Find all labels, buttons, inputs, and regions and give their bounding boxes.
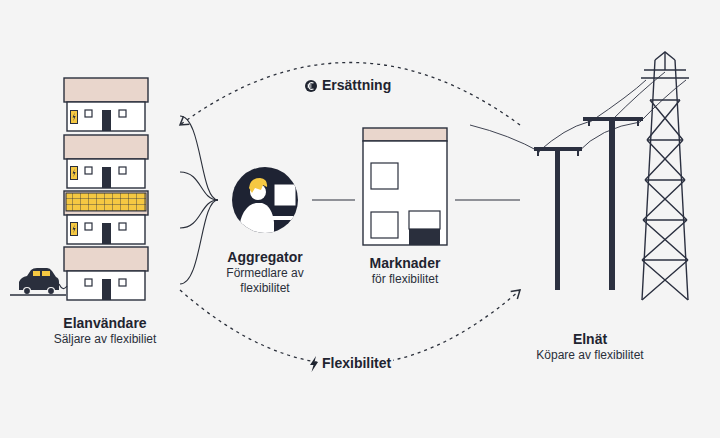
- connector: [180, 116, 218, 284]
- payment-icon: [305, 80, 317, 92]
- arrow-head: [180, 116, 189, 125]
- aggregator-icon: [232, 167, 302, 236]
- node-text: ElanvändareSäljare av flexibiliet: [30, 314, 180, 347]
- node-heading: Elanvändare: [30, 314, 180, 332]
- node-subtitle: Köpare av flexibilitet: [520, 348, 660, 363]
- node-text: Marknaderför flexibilitet: [355, 254, 455, 287]
- connector-line: [455, 199, 520, 200]
- node-text: AggregatorFörmedlare av flexibilitet: [218, 248, 312, 296]
- node-heading: Marknader: [355, 254, 455, 272]
- house-stack: [64, 78, 148, 300]
- connector: [455, 200, 520, 201]
- connector-line: [180, 200, 218, 284]
- node-subtitle: för flexibilitet: [355, 272, 455, 287]
- edge-label: Ersättning: [320, 76, 393, 94]
- arrow-head: [511, 290, 520, 299]
- electric-car: [10, 268, 67, 295]
- diagram-node: AggregatorFörmedlare av flexibilitet: [218, 165, 312, 305]
- connector-line: [180, 172, 218, 200]
- node-heading: Aggregator: [218, 248, 312, 266]
- connector-line: [180, 116, 218, 200]
- diagram-node: Marknaderför flexibilitet: [355, 122, 455, 292]
- diagram-node: ElnätKöpare av flexibilitet: [520, 50, 660, 370]
- node-text: ElnätKöpare av flexibilitet: [520, 330, 660, 363]
- diagram-node: ElanvändareSäljare av flexibiliet: [30, 72, 180, 354]
- node-subtitle: Säljare av flexibiliet: [30, 332, 180, 347]
- connector-line: [312, 199, 355, 200]
- lightning-icon: [310, 356, 318, 372]
- connector-line: [180, 63, 520, 126]
- connector: [312, 200, 355, 201]
- edge-label: Flexibilitet: [320, 354, 393, 372]
- node-subtitle: Förmedlare av flexibilitet: [218, 266, 312, 296]
- node-heading: Elnät: [520, 330, 660, 348]
- power-grid: [470, 52, 689, 300]
- market-building: [363, 128, 447, 245]
- connector: [180, 63, 520, 126]
